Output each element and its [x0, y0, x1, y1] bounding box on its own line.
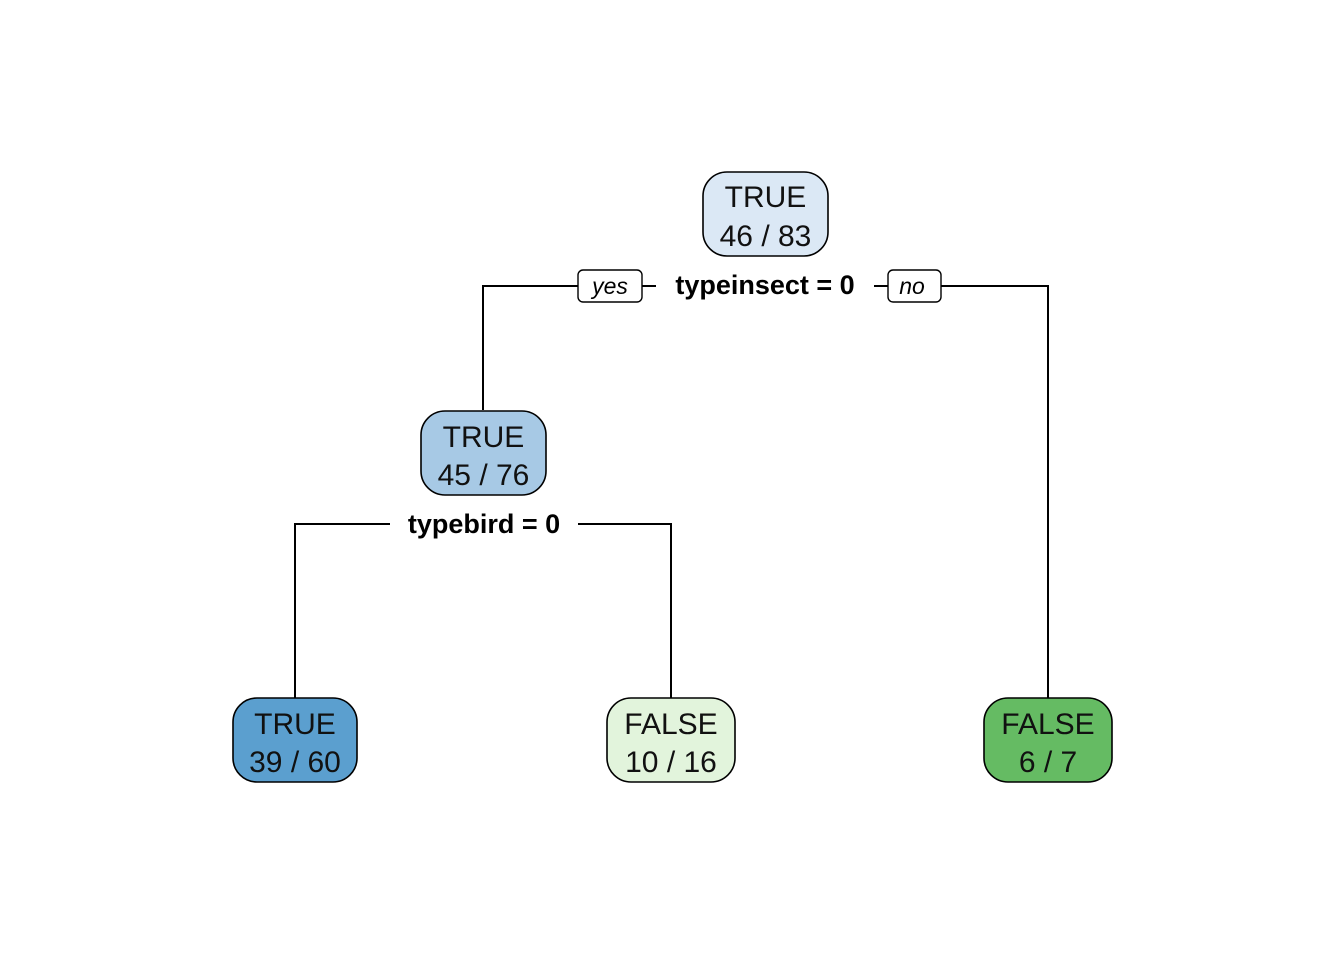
node-left-left: TRUE 39 / 60: [232, 697, 358, 783]
node-right-box: [983, 697, 1113, 783]
split-label-left: typebird = 0: [408, 509, 560, 539]
edge-left-to-left-left: [294, 523, 390, 698]
node-right-class: FALSE: [1001, 708, 1094, 741]
node-left-right-count: 10 / 16: [625, 746, 717, 779]
branch-tag-no-box: [887, 269, 942, 303]
edge-root-to-right: [940, 285, 1049, 698]
node-left-class: TRUE: [443, 421, 525, 454]
branch-tag-yes: yes: [577, 269, 643, 303]
branch-tag-no: no: [887, 269, 942, 303]
node-root-count: 46 / 83: [720, 220, 812, 253]
branch-tag-yes-text: yes: [590, 273, 628, 299]
node-left-left-class: TRUE: [254, 708, 336, 741]
branch-tag-no-text: no: [899, 273, 925, 299]
split-label-root: typeinsect = 0: [675, 270, 854, 300]
branch-tag-yes-box: [577, 269, 643, 303]
edge-left-to-left-right: [578, 523, 672, 698]
node-left-count: 45 / 76: [438, 459, 530, 492]
node-left: TRUE 45 / 76: [420, 410, 547, 496]
node-left-box: [420, 410, 547, 496]
node-root-box: [702, 171, 829, 257]
edge-root-to-left: [482, 285, 580, 410]
node-root: TRUE 46 / 83: [702, 171, 829, 257]
node-left-left-count: 39 / 60: [249, 746, 341, 779]
node-right-count: 6 / 7: [1019, 746, 1077, 779]
node-left-right-box: [606, 697, 736, 783]
node-root-class: TRUE: [725, 181, 807, 214]
node-left-right: FALSE 10 / 16: [606, 697, 736, 783]
node-left-left-box: [232, 697, 358, 783]
node-left-right-class: FALSE: [624, 708, 717, 741]
node-right: FALSE 6 / 7: [983, 697, 1113, 783]
